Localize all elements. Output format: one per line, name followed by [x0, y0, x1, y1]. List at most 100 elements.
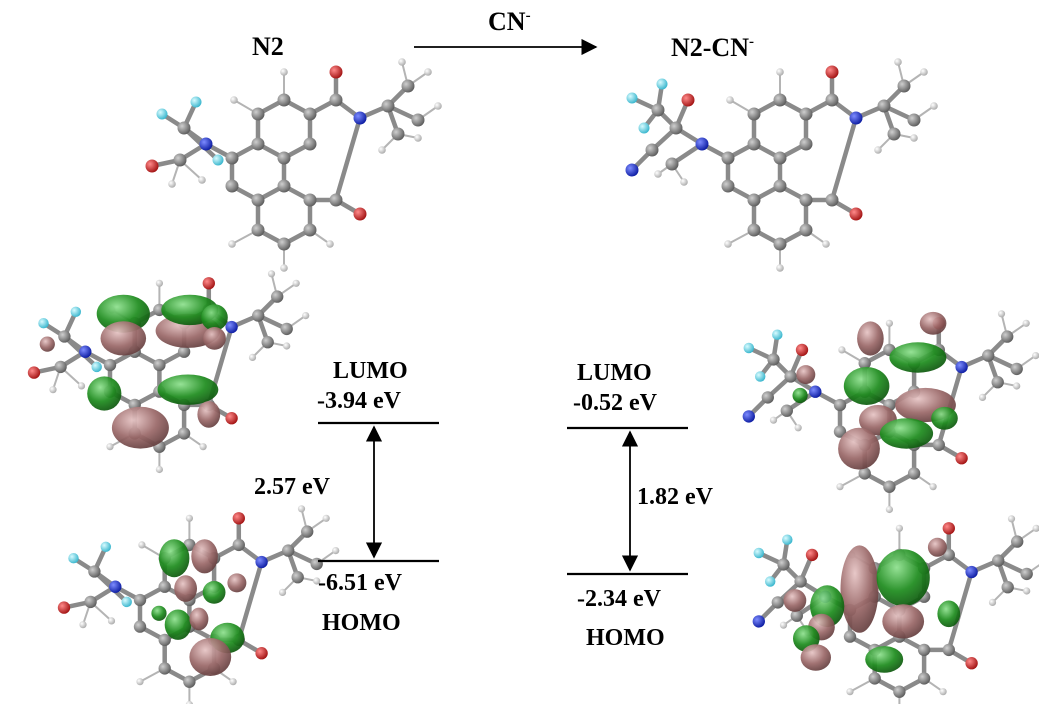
hydrogen-atom	[168, 180, 176, 188]
carbon-atom	[773, 151, 787, 165]
carbon-atom	[88, 565, 101, 578]
nitrogen-atom	[695, 137, 709, 151]
n2-gap-value: 2.57 eV	[254, 474, 331, 500]
fluorine-atom	[38, 317, 49, 329]
n2-cn-lumo-energy: -0.52 eV	[573, 390, 658, 416]
orbital-lobe-negative	[39, 336, 55, 352]
carbon-atom	[777, 558, 790, 571]
carbon-atom	[833, 425, 847, 438]
orbital-lobe-negative	[189, 607, 209, 631]
carbon-atom	[761, 391, 774, 404]
carbon-atom	[158, 580, 171, 593]
carbon-atom	[381, 99, 395, 113]
carbon-atom	[54, 360, 67, 374]
carbon-atom	[877, 99, 891, 113]
orbital-lobe-negative	[111, 406, 169, 449]
carbon-atom	[991, 376, 1004, 389]
fluorine-atom	[753, 547, 765, 559]
nitrogen-atom	[199, 137, 213, 151]
carbon-atom	[251, 107, 265, 121]
orbital-lobe-negative	[796, 365, 816, 385]
hydrogen-atom	[136, 678, 144, 686]
hydrogen-atom	[978, 393, 987, 402]
hydrogen-atom	[297, 505, 306, 513]
orbital-lobe-negative	[189, 638, 232, 676]
carbon-atom	[784, 370, 797, 383]
n2-cn-homo-label: HOMO	[586, 625, 665, 651]
hydrogen-atom	[836, 483, 844, 491]
carbon-atom	[133, 593, 147, 607]
carbon-atom	[183, 675, 196, 688]
hydrogen-atom	[185, 514, 194, 522]
hydrogen-atom	[49, 386, 57, 394]
carbon-atom	[291, 571, 304, 584]
n2-homo-energy: -6.51 eV	[318, 570, 403, 596]
carbon-atom	[645, 143, 659, 157]
hydrogen-atom	[322, 514, 330, 522]
orbital-lobe-negative	[783, 589, 807, 612]
hydrogen-atom	[155, 279, 164, 287]
nitrogen-atom	[752, 615, 765, 628]
carbon-atom	[310, 557, 323, 571]
hydrogen-atom	[1022, 319, 1030, 327]
carbon-atom	[1011, 535, 1024, 548]
carbon-atom	[158, 662, 171, 675]
orbital-lobe-negative	[174, 575, 198, 602]
carbon-atom	[301, 525, 314, 538]
orbital-lobe-negative	[191, 539, 218, 574]
carbon-atom	[1020, 567, 1033, 581]
carbon-atom	[1001, 330, 1014, 343]
carbon-atom	[794, 575, 807, 588]
carbon-atom	[303, 137, 317, 151]
carbon-atom	[771, 596, 784, 609]
n2-lumo-energy: -3.94 eV	[317, 388, 402, 414]
carbon-atom	[1001, 581, 1014, 594]
hydrogen-atom	[920, 68, 928, 76]
carbon-atom	[833, 398, 847, 412]
nitrogen-atom	[225, 320, 238, 334]
n2-homo-label: HOMO	[322, 610, 401, 636]
carbon-atom	[277, 179, 291, 193]
orbital-lobe-positive	[157, 374, 219, 405]
carbon-atom	[825, 93, 839, 107]
carbon-atom	[329, 93, 343, 107]
hydrogen-atom	[106, 443, 114, 451]
carbon-atom	[767, 353, 780, 366]
carbon-atom	[893, 685, 906, 698]
n2-cn-gap-value: 1.82 eV	[637, 484, 714, 510]
carbon-atom	[225, 151, 239, 165]
hydrogen-atom	[1032, 524, 1039, 532]
hydrogen-atom	[77, 382, 86, 390]
carbon-atom	[799, 137, 813, 151]
hydrogen-atom	[885, 319, 894, 327]
hydrogen-atom	[1007, 515, 1016, 523]
carbon-atom	[303, 223, 317, 237]
orbital-lobe-positive	[202, 581, 226, 604]
hydrogen-atom	[654, 170, 662, 178]
carbon-atom	[232, 538, 245, 552]
nitrogen-atom	[965, 565, 978, 579]
hydrogen-atom	[894, 58, 902, 66]
carbon-atom	[401, 79, 415, 93]
carbon-atom	[173, 153, 187, 167]
oxygen-atom	[955, 452, 968, 465]
carbon-atom	[103, 358, 117, 372]
nitrogen-atom	[109, 580, 122, 593]
fluorine-atom	[100, 541, 112, 553]
carbon-atom	[917, 643, 931, 657]
orbital-lobe-negative	[927, 537, 947, 557]
carbon-atom	[271, 290, 284, 303]
carbon-atom	[799, 193, 813, 207]
n2-energy-diagram: LUMO -3.94 eV 2.57 eV -6.51 eV HOMO	[254, 358, 439, 636]
hydrogen-atom	[930, 102, 938, 110]
hydrogen-atom	[895, 524, 904, 532]
orbital-lobe-positive	[931, 406, 958, 430]
fluorine-atom	[190, 96, 202, 108]
orbital-lobe-negative	[227, 573, 247, 593]
fluorine-atom	[638, 122, 650, 134]
orbital-lobe-positive	[879, 418, 934, 449]
hydrogen-atom	[997, 310, 1006, 318]
n2-cn-homo-orbital	[752, 515, 1039, 704]
carbon-atom	[790, 609, 803, 622]
carbon-atom	[773, 179, 787, 193]
